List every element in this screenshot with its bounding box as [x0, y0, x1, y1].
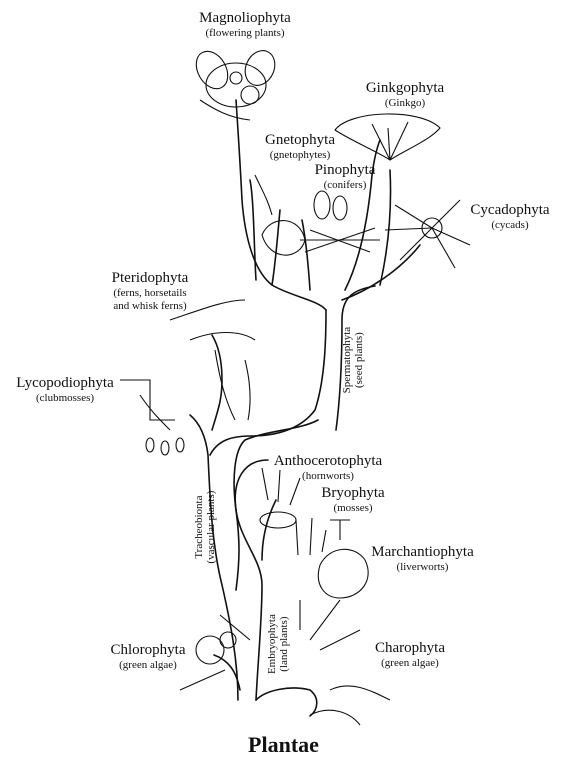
magnoliophyta-label: Magnoliophyta (flowering plants): [180, 10, 310, 40]
embryophyta-name: Embryophyta: [265, 614, 278, 675]
pteridophyta-common-line2: and whisk ferns): [113, 299, 187, 312]
conifer-illustration: [300, 190, 380, 253]
gnetophyta-name: Gnetophyta: [265, 132, 335, 148]
seed-branch-right: [335, 285, 376, 431]
ginkgo-leaf-illustration: [334, 113, 441, 161]
seed-branch-left: [209, 309, 327, 456]
pteridophyta-name: Pteridophyta: [111, 270, 189, 286]
bryophyta-common: (mosses): [333, 502, 373, 515]
chlorophyta-label: Chlorophyta (green algae): [98, 642, 198, 672]
embryophyta-common: (land plants): [278, 616, 290, 672]
cycadophyta-common: (cycads): [491, 219, 529, 232]
gnetophyta-label: Gnetophyta (gnetophytes): [245, 132, 355, 162]
charophyta-name: Charophyta: [375, 640, 445, 656]
spermatophyta-clade-label: Spermatophyta (seed plants): [341, 315, 365, 405]
embryophyta-clade-label: Embryophyta (land plants): [266, 604, 290, 684]
gnetophyta-branch: [271, 209, 281, 286]
tracheobionta-name: Tracheobionta: [192, 495, 205, 559]
lycopodiophyta-name: Lycopodiophyta: [16, 375, 114, 391]
pinophyta-common: (conifers): [323, 179, 367, 192]
pinophyta-branch: [301, 219, 311, 291]
pinophyta-label: Pinophyta (conifers): [300, 162, 390, 192]
anthocerotophyta-label: Anthocerotophyta (hornworts): [263, 453, 393, 483]
bryophyta-name: Bryophyta: [321, 485, 385, 501]
bryophyte-loop-left: [234, 459, 269, 591]
gnetophyte-illustration: [254, 174, 306, 256]
cycadophyta-label: Cycadophyta (cycads): [455, 202, 565, 232]
flowering-plant-illustration: [195, 50, 276, 121]
charophyta-illustration: [299, 599, 391, 726]
lycopodiophyta-label: Lycopodiophyta (clubmosses): [5, 375, 125, 405]
magnoliophyta-name: Magnoliophyta: [199, 10, 291, 26]
pteridophyta-common-line1: (ferns, horsetails: [113, 287, 187, 300]
spermatophyte-left: [235, 99, 327, 311]
lycopodiophyta-common: (clubmosses): [35, 392, 95, 405]
cycad-branch: [341, 244, 421, 301]
marchantiophyta-common: (liverworts): [396, 561, 449, 574]
fern-illustration: [169, 299, 256, 421]
gnetophyta-common: (gnetophytes): [269, 149, 331, 162]
charophyta-common: (green algae): [381, 657, 439, 670]
magnoliophyta-common: (flowering plants): [205, 27, 285, 40]
bryophyta-label: Bryophyta (mosses): [308, 485, 398, 515]
diagram-title: Plantae: [248, 732, 319, 757]
chlorophyta-common: (green algae): [119, 659, 177, 672]
pteridophyta-label: Pteridophyta (ferns, horsetails and whis…: [90, 270, 210, 313]
chlorophyta-illustration: [179, 614, 251, 691]
spermatophyte-inner: [249, 179, 257, 281]
anthocerotophyta-name: Anthocerotophyta: [273, 453, 383, 469]
trunk-left-edge: [189, 414, 239, 701]
charophyta-label: Charophyta (green algae): [360, 640, 460, 670]
anthocerotophyta-common: (hornworts): [302, 470, 354, 483]
moss-illustration: [295, 517, 327, 556]
bryophyte-loop-right: [261, 499, 277, 561]
ginkgophyta-common: (Ginkgo): [384, 97, 426, 110]
cycadophyta-name: Cycadophyta: [470, 202, 550, 218]
ginkgophyta-name: Ginkgophyta: [365, 80, 445, 96]
chlorophyta-root: [213, 654, 241, 691]
marchantiophyta-label: Marchantiophyta (liverworts): [360, 544, 485, 574]
ginkgophyta-label: Ginkgophyta (Ginkgo): [345, 80, 465, 110]
charophyta-root: [255, 687, 318, 717]
cycad-illustration: [384, 199, 471, 269]
tracheobionta-common: (vascular plants): [205, 490, 217, 564]
marchantiophyta-name: Marchantiophyta: [371, 544, 474, 560]
clubmoss-illustration: [120, 379, 185, 456]
spermatophyta-common: (seed plants): [353, 332, 365, 389]
fern-branch: [211, 334, 223, 431]
ginkgo-branch: [344, 139, 381, 291]
tracheobionta-clade-label: Tracheobionta (vascular plants): [193, 477, 217, 577]
chlorophyta-name: Chlorophyta: [110, 642, 186, 658]
liverwort-illustration: [317, 519, 369, 599]
pinophyta-name: Pinophyta: [314, 162, 376, 178]
spermatophyta-name: Spermatophyta: [340, 326, 353, 394]
